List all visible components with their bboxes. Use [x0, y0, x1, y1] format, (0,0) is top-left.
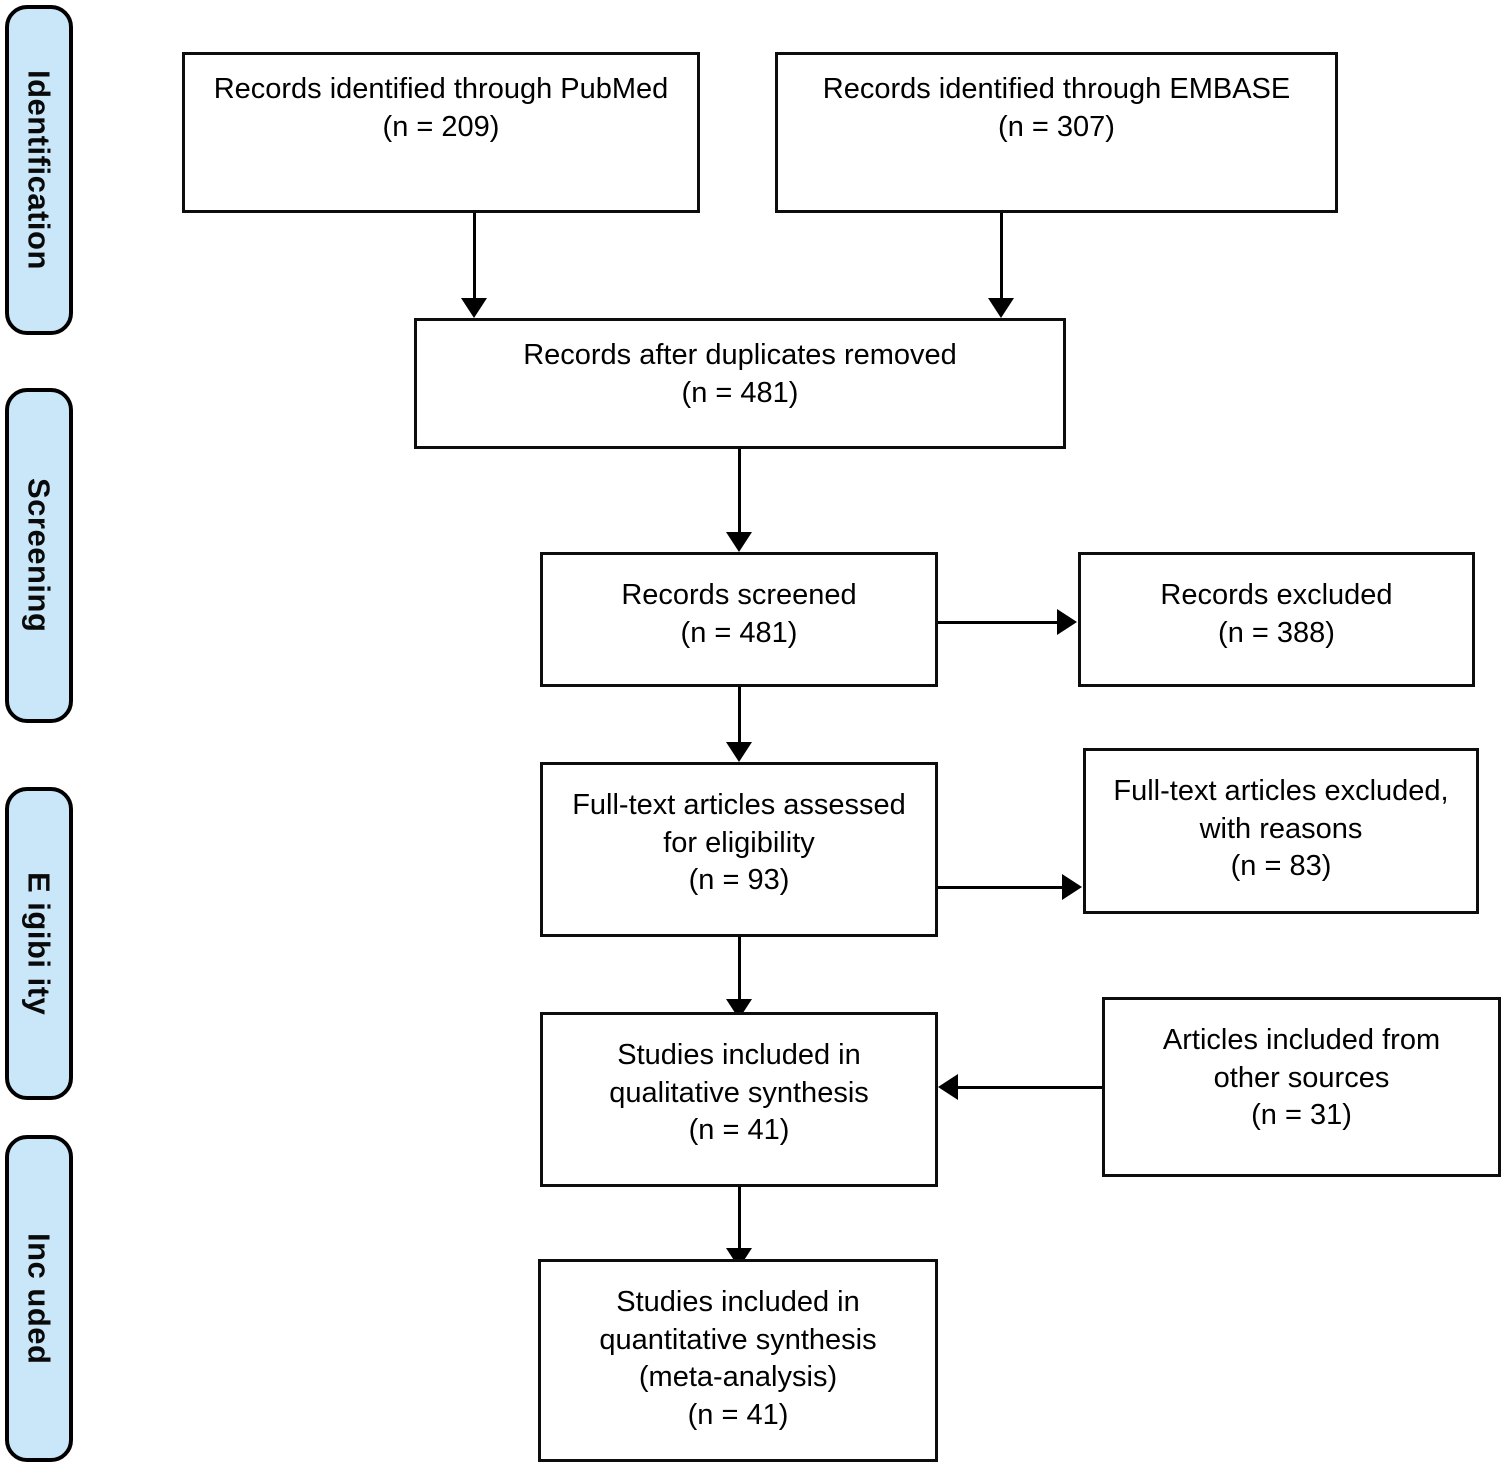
arrowhead-pubmed-to-duplicates: [461, 298, 487, 318]
node-records-identified-embase: Records identified through EMBASE (n = 3…: [775, 52, 1338, 213]
node-text-qualitative: Studies included in qualitative synthesi…: [609, 1039, 869, 1147]
node-records-identified-pubmed: Records identified through PubMed (n = 2…: [182, 52, 700, 213]
node-fulltext-assessed: Full-text articles assessed for eligibil…: [540, 762, 938, 937]
arrowhead-fulltext-to-excluded: [1062, 874, 1082, 900]
stage-pill-screening: Screening: [5, 388, 73, 723]
node-text-pubmed: Records identified through PubMed (n = 2…: [213, 73, 669, 143]
arrowhead-screened-to-fulltext: [726, 742, 752, 762]
node-fulltext-excluded: Full-text articles excluded, with reason…: [1083, 748, 1479, 914]
stage-pill-label-included: Inc uded: [21, 1232, 57, 1365]
node-text-records-screened: Records screened (n = 481): [621, 579, 857, 649]
node-text-embase: Records identified through EMBASE (n = 3…: [822, 73, 1291, 143]
arrowhead-screened-to-excluded: [1057, 609, 1077, 635]
node-text-other-sources: Articles included from other sources (n …: [1162, 1024, 1441, 1132]
node-records-screened: Records screened (n = 481): [540, 552, 938, 687]
arrowhead-duplicates-to-screened: [726, 532, 752, 552]
node-articles-other-sources: Articles included from other sources (n …: [1102, 997, 1501, 1177]
stage-pill-eligibility: E igibi ity: [5, 787, 73, 1100]
stage-pill-identification: Identification: [5, 5, 73, 335]
stage-pill-label-eligibility: E igibi ity: [21, 871, 57, 1016]
node-qualitative-synthesis: Studies included in qualitative synthesi…: [540, 1012, 938, 1187]
connector-duplicates-to-screened: [738, 449, 741, 533]
stage-pill-label-identification: Identification: [21, 70, 57, 270]
connector-screened-to-fulltext: [738, 687, 741, 743]
node-text-quantitative: Studies included in quantitative synthes…: [599, 1286, 877, 1432]
connector-embase-to-duplicates: [1000, 213, 1003, 299]
connector-other-sources-to-qualitative: [958, 1086, 1102, 1089]
node-records-excluded: Records excluded (n = 388): [1078, 552, 1475, 687]
node-text-fulltext-assessed: Full-text articles assessed for eligibil…: [572, 789, 906, 897]
connector-fulltext-to-excluded: [938, 886, 1063, 889]
stage-pill-label-screening: Screening: [21, 478, 57, 633]
arrowhead-other-sources-to-qualitative: [938, 1074, 958, 1100]
connector-qualitative-to-quantitative: [738, 1187, 741, 1249]
arrowhead-embase-to-duplicates: [988, 298, 1014, 318]
node-text-fulltext-excluded: Full-text articles excluded, with reason…: [1113, 775, 1449, 883]
node-text-duplicates-removed: Records after duplicates removed (n = 48…: [523, 339, 957, 409]
connector-pubmed-to-duplicates: [473, 213, 476, 299]
node-text-records-excluded: Records excluded (n = 388): [1160, 579, 1393, 649]
connector-screened-to-excluded: [938, 621, 1058, 624]
connector-fulltext-to-qualitative: [738, 937, 741, 1000]
node-records-after-duplicates-removed: Records after duplicates removed (n = 48…: [414, 318, 1066, 449]
stage-pill-included: Inc uded: [5, 1135, 73, 1462]
node-quantitative-synthesis: Studies included in quantitative synthes…: [538, 1259, 938, 1462]
